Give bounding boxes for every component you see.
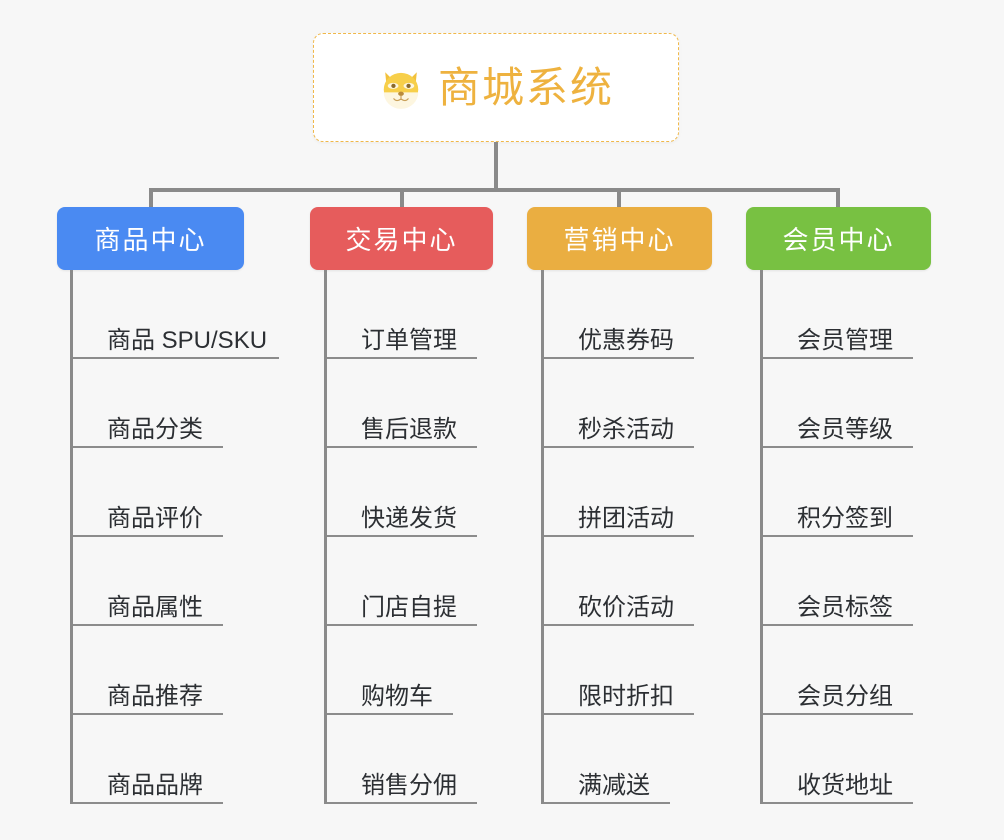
- list-item[interactable]: 收货地址: [763, 715, 931, 804]
- list-item[interactable]: 购物车: [327, 626, 493, 715]
- leaf-underline: [544, 624, 694, 626]
- branch-header-label: 商品中心: [94, 225, 207, 255]
- leaf-underline: [763, 713, 913, 715]
- leaf-underline: [327, 357, 477, 359]
- leaf-label: 秒杀活动: [578, 415, 674, 443]
- branch-header-member-center[interactable]: 会员中心: [746, 207, 931, 270]
- leaf-label: 会员标签: [797, 593, 893, 621]
- list-item[interactable]: 商品推荐: [73, 626, 267, 715]
- branch-header-label: 营销中心: [563, 225, 676, 255]
- list-item[interactable]: 优惠券码: [544, 270, 712, 359]
- list-item[interactable]: 快递发货: [327, 448, 493, 537]
- leaf-underline: [763, 446, 913, 448]
- leaf-label: 会员管理: [797, 326, 893, 354]
- list-item[interactable]: 门店自提: [327, 537, 493, 626]
- list-item[interactable]: 满减送: [544, 715, 712, 804]
- leaf-underline: [327, 713, 453, 715]
- list-item[interactable]: 砍价活动: [544, 537, 712, 626]
- list-item[interactable]: 商品分类: [73, 359, 267, 448]
- branch-column-marketing-center: 营销中心 优惠券码 秒杀活动 拼团活动 砍价活动 限时折扣: [527, 207, 712, 804]
- list-item[interactable]: 会员等级: [763, 359, 931, 448]
- list-item[interactable]: 会员标签: [763, 537, 931, 626]
- root-title: 商城系统: [437, 63, 614, 111]
- leaf-underline: [327, 624, 477, 626]
- branch-header-marketing-center[interactable]: 营销中心: [527, 207, 712, 270]
- branch-header-trade-center[interactable]: 交易中心: [310, 207, 493, 270]
- leaf-underline: [327, 446, 477, 448]
- leaf-underline: [327, 802, 477, 804]
- leaf-underline: [763, 357, 913, 359]
- branch-header-label: 会员中心: [782, 225, 895, 255]
- branch-header-label: 交易中心: [345, 225, 458, 255]
- leaf-underline: [763, 535, 913, 537]
- leaf-underline: [763, 624, 913, 626]
- list-item[interactable]: 限时折扣: [544, 626, 712, 715]
- connector-root-vertical: [494, 142, 498, 190]
- connector-drop-branch-1: [149, 188, 153, 210]
- leaf-label: 优惠券码: [578, 326, 674, 354]
- branch-column-product-center: 商品中心 商品 SPU/SKU 商品分类 商品评价 商品属性 商品推荐: [57, 207, 279, 804]
- leaf-label: 积分签到: [797, 504, 893, 532]
- leaf-underline: [544, 535, 694, 537]
- branch-column-member-center: 会员中心 会员管理 会员等级 积分签到 会员标签 会员分组: [746, 207, 931, 804]
- leaf-label: 商品属性: [107, 593, 203, 621]
- leaf-label: 订单管理: [361, 326, 457, 354]
- leaf-label: 收货地址: [797, 771, 893, 799]
- list-item[interactable]: 商品属性: [73, 537, 267, 626]
- branch-header-product-center[interactable]: 商品中心: [57, 207, 244, 270]
- leaf-underline: [73, 713, 223, 715]
- leaf-list-trade-center: 订单管理 售后退款 快递发货 门店自提 购物车 销售分佣: [324, 270, 493, 804]
- leaf-label: 满减送: [578, 771, 650, 799]
- list-item[interactable]: 商品 SPU/SKU: [73, 270, 279, 359]
- leaf-label: 砍价活动: [578, 593, 674, 621]
- leaf-label: 会员等级: [797, 415, 893, 443]
- leaf-underline: [73, 535, 223, 537]
- leaf-underline: [73, 357, 279, 359]
- dog-face-icon: [383, 71, 419, 109]
- connector-drop-branch-3: [617, 188, 621, 210]
- branch-column-trade-center: 交易中心 订单管理 售后退款 快递发货 门店自提 购物车: [310, 207, 493, 804]
- list-item[interactable]: 商品品牌: [73, 715, 267, 804]
- leaf-label: 商品品牌: [107, 771, 203, 799]
- leaf-underline: [327, 535, 477, 537]
- leaf-label: 限时折扣: [578, 682, 674, 710]
- connector-drop-branch-2: [400, 188, 404, 210]
- list-item[interactable]: 售后退款: [327, 359, 493, 448]
- leaf-underline: [544, 446, 694, 448]
- leaf-label: 商品评价: [107, 504, 203, 532]
- leaf-list-member-center: 会员管理 会员等级 积分签到 会员标签 会员分组 收货地址: [760, 270, 931, 804]
- leaf-label: 商品推荐: [107, 682, 203, 710]
- leaf-label: 会员分组: [797, 682, 893, 710]
- list-item[interactable]: 会员分组: [763, 626, 931, 715]
- connector-horizontal-bus: [149, 188, 840, 192]
- list-item[interactable]: 销售分佣: [327, 715, 493, 804]
- list-item[interactable]: 拼团活动: [544, 448, 712, 537]
- leaf-underline: [544, 713, 694, 715]
- leaf-label: 门店自提: [361, 593, 457, 621]
- leaf-underline: [73, 446, 223, 448]
- list-item[interactable]: 商品评价: [73, 448, 267, 537]
- leaf-underline: [763, 802, 913, 804]
- root-node-mall-system[interactable]: 商城系统: [313, 33, 679, 142]
- leaf-list-marketing-center: 优惠券码 秒杀活动 拼团活动 砍价活动 限时折扣 满减送: [541, 270, 712, 804]
- leaf-label: 销售分佣: [361, 771, 457, 799]
- leaf-label: 售后退款: [361, 415, 457, 443]
- leaf-list-product-center: 商品 SPU/SKU 商品分类 商品评价 商品属性 商品推荐 商品品牌: [70, 270, 279, 804]
- leaf-label: 商品 SPU/SKU: [107, 326, 268, 354]
- leaf-underline: [544, 802, 670, 804]
- list-item[interactable]: 秒杀活动: [544, 359, 712, 448]
- connector-drop-branch-4: [836, 188, 840, 210]
- list-item[interactable]: 积分签到: [763, 448, 931, 537]
- list-item[interactable]: 订单管理: [327, 270, 493, 359]
- leaf-underline: [544, 357, 694, 359]
- leaf-label: 购物车: [361, 682, 433, 710]
- leaf-underline: [73, 802, 223, 804]
- leaf-label: 快递发货: [361, 504, 457, 532]
- leaf-label: 拼团活动: [578, 504, 674, 532]
- list-item[interactable]: 会员管理: [763, 270, 931, 359]
- leaf-label: 商品分类: [107, 415, 203, 443]
- leaf-underline: [73, 624, 223, 626]
